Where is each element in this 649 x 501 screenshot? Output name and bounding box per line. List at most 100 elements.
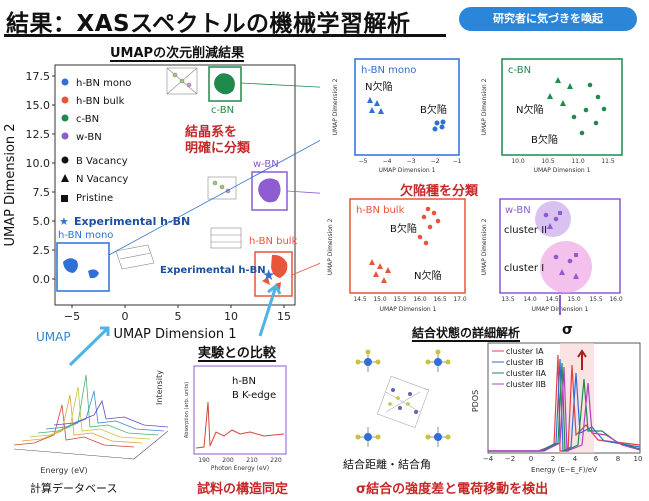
hbn-bulk-crystal-icon: [210, 227, 242, 249]
pdos-legend-ia: cluster IA: [506, 347, 544, 356]
hbn-bulk-subplot-title: h-BN bulk: [356, 205, 405, 216]
hbn-bulk-subplot-xlabel: UMAP Dimension 1: [380, 306, 437, 313]
legend-marker-hbn-bulk: [61, 96, 69, 104]
wbn-cluster-1-label: cluster I: [504, 263, 544, 274]
hbn-mono-subplot-title: h-BN mono: [361, 65, 416, 76]
experiment-y-label: Absorption (arb. units): [184, 382, 190, 438]
svg-text:210: 210: [246, 457, 258, 464]
database-waterfall-plot: Energy (eV) Intensity: [13, 370, 169, 475]
svg-text:16.0: 16.0: [609, 296, 623, 303]
svg-text:0: 0: [529, 455, 533, 463]
bonding-conclusion: σ結合の強度差と電荷移動を検出: [356, 482, 549, 497]
pdos-plot: cluster IA cluster IB cluster IIA cluste…: [471, 342, 643, 474]
defect-section-title: 欠陥種を分類: [400, 184, 479, 199]
cbn-n-defect-label: N欠陥: [516, 103, 543, 116]
svg-text:2: 2: [551, 455, 555, 463]
bonding-structure-illustration: 結合距離・結合角: [343, 349, 451, 471]
hbn-mono-cluster-label: h-BN mono: [58, 230, 113, 241]
legend-star-icon: ★: [59, 215, 69, 228]
svg-text:15.0: 15.0: [373, 296, 387, 303]
experiment-section-title: 実験との比較: [198, 346, 276, 361]
wbn-cluster-points: [258, 178, 281, 203]
svg-text:15.0: 15.0: [567, 296, 581, 303]
svg-text:16.0: 16.0: [413, 296, 427, 303]
svg-text:−3: −3: [407, 158, 416, 165]
page-title: 結果：XASスペクトルの機械学習解析: [6, 11, 411, 37]
svg-text:14.5: 14.5: [353, 296, 367, 303]
database-x-label: Energy (eV): [40, 466, 87, 475]
umap-y-tick: 7.5: [33, 186, 51, 199]
hbn-bulk-b-defect-label: B欠陥: [390, 222, 417, 235]
experiment-x-label: Photon Energy (eV): [211, 465, 269, 472]
database-y-label: Intensity: [155, 370, 164, 405]
wbn-cluster-2-label: cluster II: [504, 225, 547, 236]
hbn-mono-subplot: h-BN mono N欠陥 B欠陥 −5 −4 −3 −2 −1 UMAP Di…: [332, 58, 462, 174]
connector-hbn-bulk: [291, 262, 320, 276]
umap-y-tick: 15.0: [26, 99, 51, 112]
legend-wbn: w-BN: [76, 132, 102, 143]
umap-y-axis-label: UMAP Dimension 2: [3, 123, 18, 246]
svg-text:14.5: 14.5: [545, 296, 559, 303]
umap-legend: h-BN mono h-BN bulk c-BN w-BN B Vacancy …: [59, 78, 190, 228]
svg-text:10: 10: [634, 455, 643, 463]
hbn-bulk-cluster-label: h-BN bulk: [249, 236, 298, 247]
legend-hbn-mono: h-BN mono: [76, 78, 131, 89]
hbn-mono-subplot-points: [367, 97, 446, 132]
database-caption: 計算データベース: [30, 482, 118, 495]
hbn-bulk-cluster-points: [271, 254, 288, 278]
cbn-cluster-box: [208, 66, 242, 102]
cbn-crystal-icon: [166, 67, 198, 95]
connector-cbn: [240, 82, 320, 88]
svg-text:−4: −4: [383, 158, 392, 165]
umap-y-tick: 17.5: [26, 70, 51, 83]
sigma-symbol: σ: [562, 322, 573, 338]
pdos-x-label: Energy (E−E_F)/eV: [531, 466, 597, 474]
svg-text:4: 4: [573, 455, 578, 463]
pdos-curve-ib: [488, 358, 641, 452]
svg-text:17.0: 17.0: [453, 296, 467, 303]
legend-marker-pristine: [61, 195, 68, 202]
umap-x-tick: −5: [64, 310, 80, 323]
experiment-label-1: h-BN: [232, 376, 256, 387]
experiment-caption: 試料の構造同定: [197, 482, 289, 497]
wbn-subplot-title: w-BN: [505, 205, 531, 216]
experiment-label-2: B K-edge: [232, 390, 276, 401]
hbn-mono-n-defect-label: N欠陥: [365, 80, 392, 93]
cbn-subplot-points: [547, 77, 607, 136]
annotation-line-1: 結晶系を: [185, 124, 237, 140]
legend-b-vacancy: B Vacancy: [76, 156, 128, 167]
umap-x-ticks: −5 0 5 10 15: [64, 305, 291, 323]
svg-text:6: 6: [594, 455, 599, 463]
cbn-subplot: c-BN N欠陥 B欠陥 10.0 10.5 11.0 11.5 UMAP Di…: [481, 58, 623, 174]
wbn-subplot-points: [543, 211, 579, 279]
legend-marker-n-vacancy: [61, 174, 69, 182]
legend-marker-hbn-mono: [61, 78, 69, 86]
pdos-up-arrow: [577, 349, 587, 370]
svg-text:11.0: 11.0: [571, 158, 585, 165]
svg-text:220: 220: [270, 457, 282, 464]
cbn-cluster-label: c-BN: [211, 105, 234, 116]
cluster-1-highlight: [540, 241, 592, 293]
svg-text:13.5: 13.5: [501, 296, 515, 303]
wbn-cluster-label: w-BN: [253, 159, 279, 170]
cbn-subplot-xlabel: UMAP Dimension 1: [534, 167, 591, 174]
pdos-legend-ib: cluster IB: [506, 358, 544, 367]
wbn-subplot: w-BN cluster II cluster I 13.5 14.0 14.5…: [481, 198, 623, 315]
legend-marker-b-vacancy: [61, 156, 69, 164]
legend-experimental: Experimental h-BN: [74, 215, 190, 228]
svg-text:10.0: 10.0: [511, 158, 525, 165]
svg-text:11.5: 11.5: [601, 158, 615, 165]
umap-x-tick: 15: [277, 310, 291, 323]
svg-text:−2: −2: [431, 158, 440, 165]
hbn-bulk-subplot-points: [369, 206, 441, 283]
svg-text:8: 8: [616, 455, 620, 463]
pdos-curve-iia: [488, 362, 641, 452]
svg-text:200: 200: [222, 457, 234, 464]
hbn-mono-subplot-ylabel: UMAP Dimension 2: [332, 78, 339, 135]
hbn-mono-subplot-xlabel: UMAP Dimension 1: [379, 167, 436, 174]
experimental-point-label: Experimental h-BN: [160, 265, 266, 276]
experimental-star-icon: ★: [262, 266, 275, 284]
structure-caption: 結合距離・結合角: [343, 457, 431, 471]
legend-hbn-bulk: h-BN bulk: [76, 96, 125, 107]
svg-text:15.5: 15.5: [589, 296, 603, 303]
